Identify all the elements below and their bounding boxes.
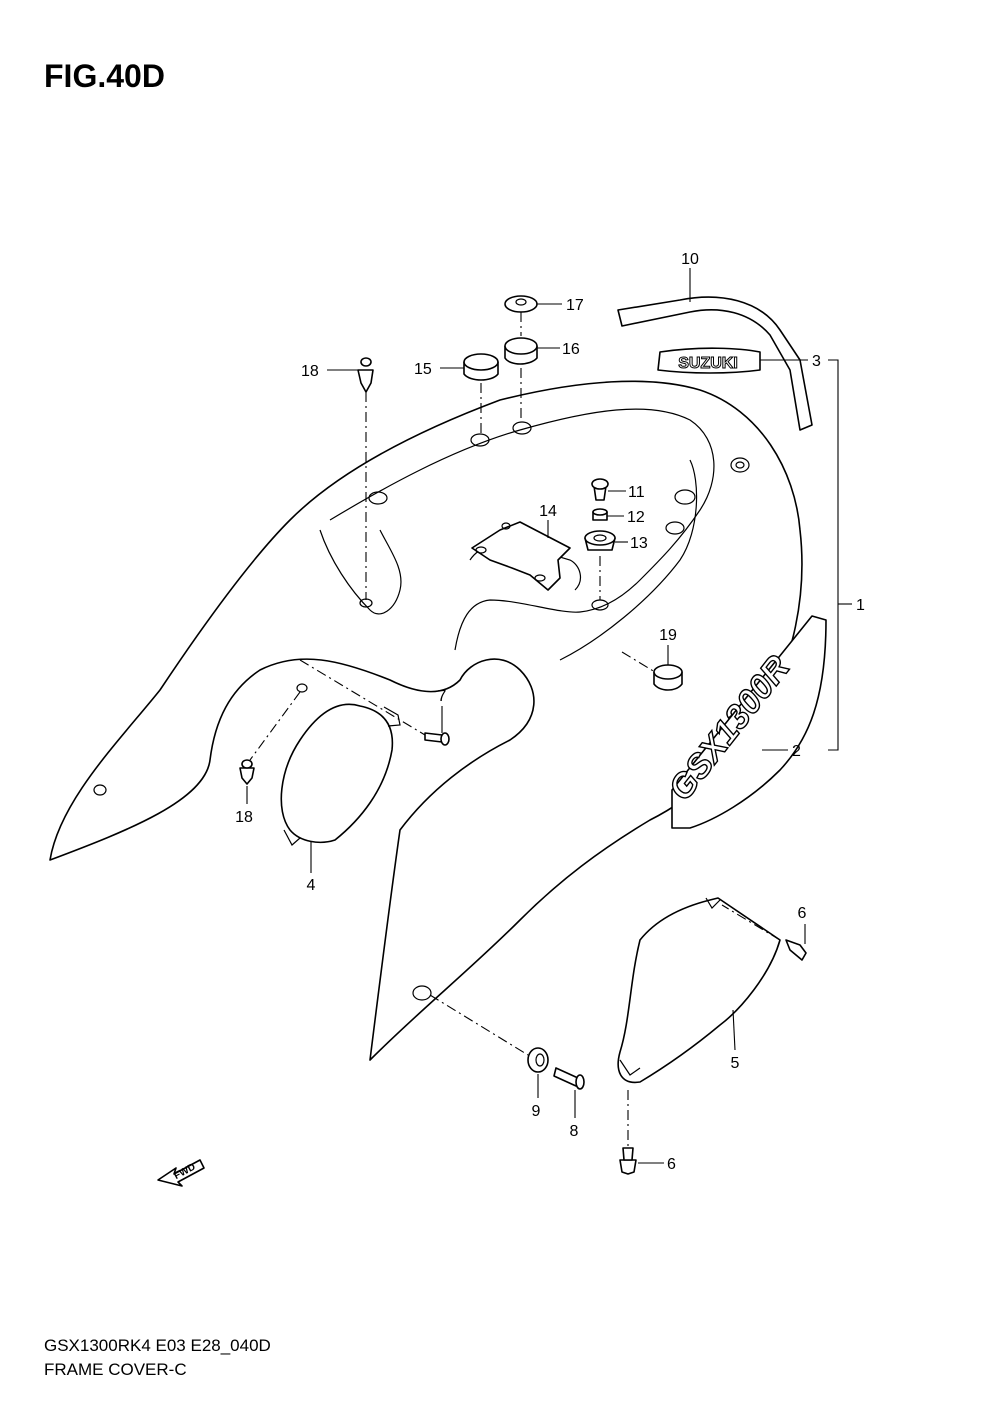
- callout-10: 10: [681, 251, 699, 268]
- callout-labels: 10 17 16 3 15 18 11 14 12 13 1 19 7 2 18…: [235, 251, 865, 1173]
- suzuki-emblem-part-3: SUZUKI: [657, 347, 761, 374]
- clip-part-6-lower: [619, 1147, 637, 1175]
- drawing-title: FRAME COVER-C: [44, 1360, 187, 1379]
- callout-18-lower: 18: [235, 809, 253, 826]
- callout-18-upper: 18: [301, 363, 319, 380]
- suzuki-emblem-text: SUZUKI: [678, 355, 738, 372]
- seal-strip-part-10: [617, 296, 813, 431]
- frame-cover-part-1: [49, 380, 803, 1061]
- grommet-part-13: [584, 530, 616, 551]
- leader-lines: [246, 268, 852, 1164]
- callout-5: 5: [731, 1055, 740, 1072]
- callout-7: 7: [438, 688, 447, 705]
- cushion-part-15: [463, 353, 499, 381]
- callout-2: 2: [792, 743, 801, 760]
- bracket-part-14: [471, 521, 571, 591]
- assembly-lines: [249, 312, 781, 1146]
- clip-part-6-upper: [785, 939, 807, 961]
- callout-17: 17: [566, 297, 584, 314]
- screw-part-8: [553, 1067, 585, 1090]
- callout-13: 13: [630, 535, 648, 552]
- model-code: GSX1300RK4 E03 E28_040D: [44, 1336, 271, 1355]
- callout-3: 3: [812, 353, 821, 370]
- callout-11: 11: [628, 484, 645, 501]
- callout-14: 14: [539, 503, 557, 520]
- grommet-part-16: [504, 337, 538, 365]
- callout-15: 15: [414, 361, 432, 378]
- callout-16: 16: [562, 341, 580, 358]
- fwd-arrow-icon: FWD: [157, 1159, 205, 1187]
- callout-6-lower: 6: [667, 1156, 676, 1173]
- collar-part-12: [592, 508, 608, 521]
- bolt-part-7: [424, 732, 450, 746]
- callout-4: 4: [307, 877, 316, 894]
- cap-part-17: [504, 295, 538, 313]
- callout-6-upper: 6: [798, 905, 807, 922]
- callout-8: 8: [570, 1123, 579, 1140]
- grommet-part-9: [527, 1047, 549, 1073]
- screw-part-11: [591, 478, 609, 501]
- plug-part-19: [653, 664, 683, 691]
- callout-1: 1: [856, 597, 865, 614]
- callout-9: 9: [532, 1103, 541, 1120]
- clip-part-18-upper: [357, 357, 374, 393]
- clip-part-18-lower: [239, 759, 255, 785]
- cover-part-4: [280, 703, 401, 846]
- side-cover-part-5: [617, 897, 781, 1084]
- callout-12: 12: [627, 509, 645, 526]
- figure-title: FIG.40D: [44, 58, 165, 94]
- callout-19: 19: [659, 627, 677, 644]
